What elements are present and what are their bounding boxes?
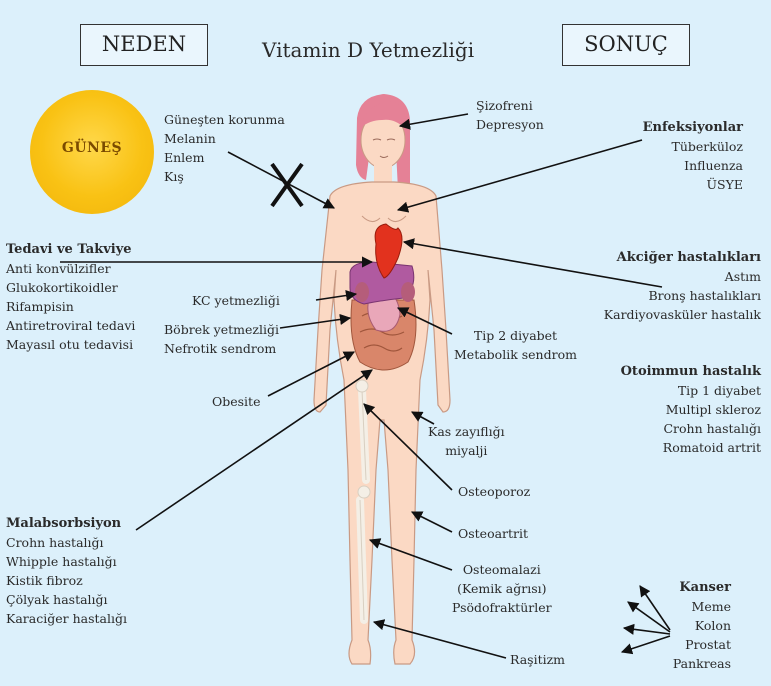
kidney-label: Böbrek yetmezliği [164, 320, 279, 339]
treatment-item: Antiretroviral tedavi [6, 316, 135, 335]
infections-heading: Enfeksiyonlar [643, 118, 743, 137]
autoimmune-heading: Otoimmun hastalık [621, 362, 761, 381]
psychiatric-item: Şizofreni [476, 96, 544, 115]
osteoporosis-label: Osteoporoz [458, 482, 530, 501]
sun-factors-list: Güneşten korunma Melanin Enlem Kış [164, 110, 285, 186]
lung-group: Akciğer hastalıkları Astım Bronş hastalı… [604, 248, 761, 324]
psychiatric-item: Depresyon [476, 115, 544, 134]
lung-item: Astım [604, 267, 761, 286]
osteomalacia-item: Osteomalazi [452, 560, 552, 579]
malabsorption-item: Çölyak hastalığı [6, 590, 127, 609]
lung-item: Kardiyovasküler hastalık [604, 305, 761, 324]
cancer-group: Kanser Meme Kolon Prostat Pankreas [673, 578, 731, 673]
osteoarthritis-label: Osteoartrit [458, 524, 528, 543]
kidney-label: Nefrotik sendrom [164, 339, 279, 358]
sun-factor: Kış [164, 167, 285, 186]
treatment-heading: Tedavi ve Takviye [6, 240, 135, 259]
treatment-item: Mayasıl otu tedavisi [6, 335, 135, 354]
malabsorption-item: Kistik fibroz [6, 571, 127, 590]
treatment-group: Tedavi ve Takviye Anti konvülzifler Gluk… [6, 240, 135, 354]
treatment-item: Glukokortikoidler [6, 278, 135, 297]
malabsorption-group: Malabsorbsiyon Crohn hastalığı Whipple h… [6, 514, 127, 628]
liver-failure-label: KC yetmezliği [192, 291, 280, 310]
diabetes-item: Tip 2 diyabet [454, 326, 577, 345]
human-figure [314, 94, 450, 664]
autoimmune-item: Romatoid artrit [621, 438, 761, 457]
cancer-item: Kolon [673, 616, 731, 635]
osteomalacia-item: Psödofraktürler [452, 598, 552, 617]
malabsorption-item: Whipple hastalığı [6, 552, 127, 571]
cancer-item: Meme [673, 597, 731, 616]
osteomalacia-group: Osteomalazi (Kemik ağrısı) Psödofraktürl… [452, 560, 552, 617]
infection-item: Influenza [643, 156, 743, 175]
cause-box: NEDEN [80, 24, 208, 66]
treatment-item: Anti konvülzifler [6, 259, 135, 278]
autoimmune-item: Crohn hastalığı [621, 419, 761, 438]
muscle-item: miyalji [428, 441, 505, 460]
muscle-item: Kas zayıflığı [428, 422, 505, 441]
osteomalacia-item: (Kemik ağrısı) [452, 579, 552, 598]
cancer-heading: Kanser [673, 578, 731, 597]
rickets-label: Raşitizm [510, 650, 565, 669]
cancer-item: Pankreas [673, 654, 731, 673]
cancer-item: Prostat [673, 635, 731, 654]
malabsorption-item: Karaciğer hastalığı [6, 609, 127, 628]
sun-factor: Güneşten korunma [164, 110, 285, 129]
obesity-label: Obesite [212, 392, 260, 411]
diabetes-group: Tip 2 diyabet Metabolik sendrom [454, 326, 577, 364]
infection-item: ÜSYE [643, 175, 743, 194]
treatment-item: Rifampisin [6, 297, 135, 316]
sun-factor: Enlem [164, 148, 285, 167]
infection-item: Tüberküloz [643, 137, 743, 156]
result-box: SONUÇ [562, 24, 690, 66]
sun-label: GÜNEŞ [30, 140, 154, 156]
malabsorption-heading: Malabsorbsiyon [6, 514, 127, 533]
lung-heading: Akciğer hastalıkları [604, 248, 761, 267]
autoimmune-item: Tip 1 diyabet [621, 381, 761, 400]
lung-item: Bronş hastalıkları [604, 286, 761, 305]
diabetes-item: Metabolik sendrom [454, 345, 577, 364]
infections-group: Enfeksiyonlar Tüberküloz Influenza ÜSYE [643, 118, 743, 194]
kidney-group: Böbrek yetmezliği Nefrotik sendrom [164, 320, 279, 358]
diagram-title: Vitamin D Yetmezliği [262, 38, 474, 62]
muscle-group: Kas zayıflığı miyalji [428, 422, 505, 460]
autoimmune-group: Otoimmun hastalık Tip 1 diyabet Multipl … [621, 362, 761, 457]
sun-factor: Melanin [164, 129, 285, 148]
autoimmune-item: Multipl skleroz [621, 400, 761, 419]
sun-graphic: GÜNEŞ [30, 90, 154, 214]
malabsorption-item: Crohn hastalığı [6, 533, 127, 552]
psychiatric-group: Şizofreni Depresyon [476, 96, 544, 134]
